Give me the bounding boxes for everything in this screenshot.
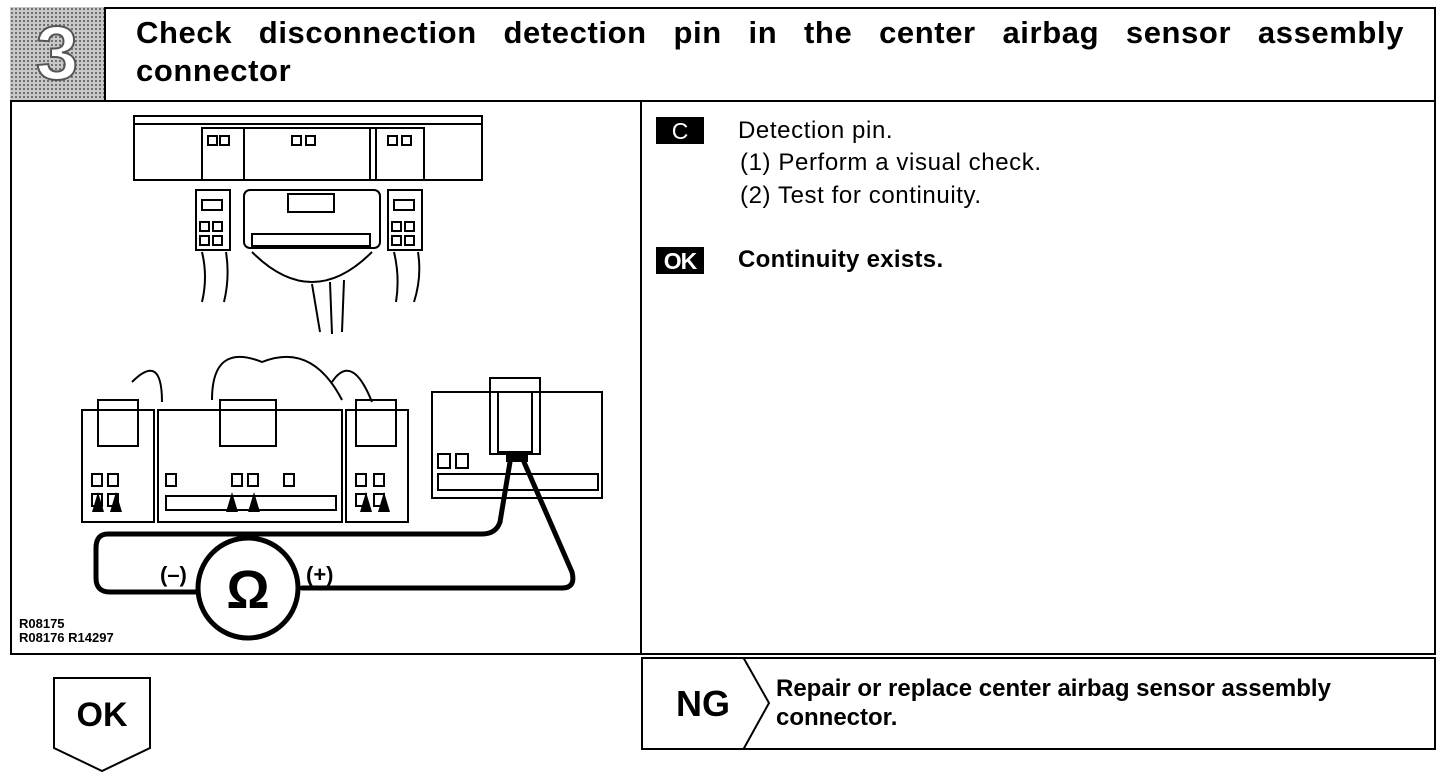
ng-action-line: connector. — [776, 704, 898, 731]
bottom-right-connector — [345, 399, 409, 523]
terminal-arrow — [226, 492, 238, 512]
probe-tips — [506, 452, 528, 462]
column-divider — [640, 100, 642, 655]
connector-diagram: Ω (–) (+) — [81, 115, 603, 641]
terminal-arrow — [248, 492, 260, 512]
negative-lead — [93, 459, 513, 595]
ok-label: OK — [76, 696, 128, 734]
figure-reference-codes: R08175 R08176 R14297 — [19, 617, 114, 645]
terminal-arrow — [92, 492, 104, 512]
condition-step: (2) Test for continuity. — [740, 182, 982, 209]
reference-code: R08176 R14297 — [19, 630, 114, 645]
ng-action-text: Repair or replace center airbag sensor a… — [776, 674, 1331, 732]
terminal-arrow — [360, 492, 372, 512]
condition-step: (1) Perform a visual check. — [740, 149, 1042, 176]
center-plug — [243, 189, 381, 335]
condition-title: Detection pin. — [738, 117, 894, 144]
left-small-plug — [195, 189, 231, 303]
terminal-arrow — [110, 492, 122, 512]
sensor-connector-housing — [133, 115, 483, 181]
ohmmeter-circle — [195, 535, 301, 641]
probed-connector — [431, 377, 603, 499]
ng-action-line: Repair or replace center airbag sensor a… — [776, 675, 1331, 702]
condition-badge: C — [656, 117, 704, 144]
ohm-symbol: Ω — [226, 560, 269, 620]
positive-label: (+) — [306, 562, 334, 587]
terminal-arrow — [378, 492, 390, 512]
bottom-left-connector — [81, 399, 155, 523]
step-number: 3 — [35, 10, 79, 96]
step-box — [10, 7, 1436, 655]
result-badge: OK — [656, 247, 704, 274]
header-divider — [106, 100, 1436, 102]
bottom-center-connector — [157, 399, 343, 523]
result-text: Continuity exists. — [738, 246, 944, 273]
ok-tag-shape — [53, 677, 151, 773]
chevron-right-icon — [742, 657, 771, 750]
step-number-badge: 3 — [10, 7, 106, 102]
positive-lead — [299, 459, 576, 591]
reference-code: R08175 — [19, 616, 65, 631]
ng-action-box — [641, 657, 1436, 750]
step-title: Check disconnection detection pin in the… — [136, 15, 1404, 88]
negative-label: (–) — [160, 562, 187, 587]
right-small-plug — [387, 189, 423, 303]
ng-label: NG — [676, 683, 730, 724]
